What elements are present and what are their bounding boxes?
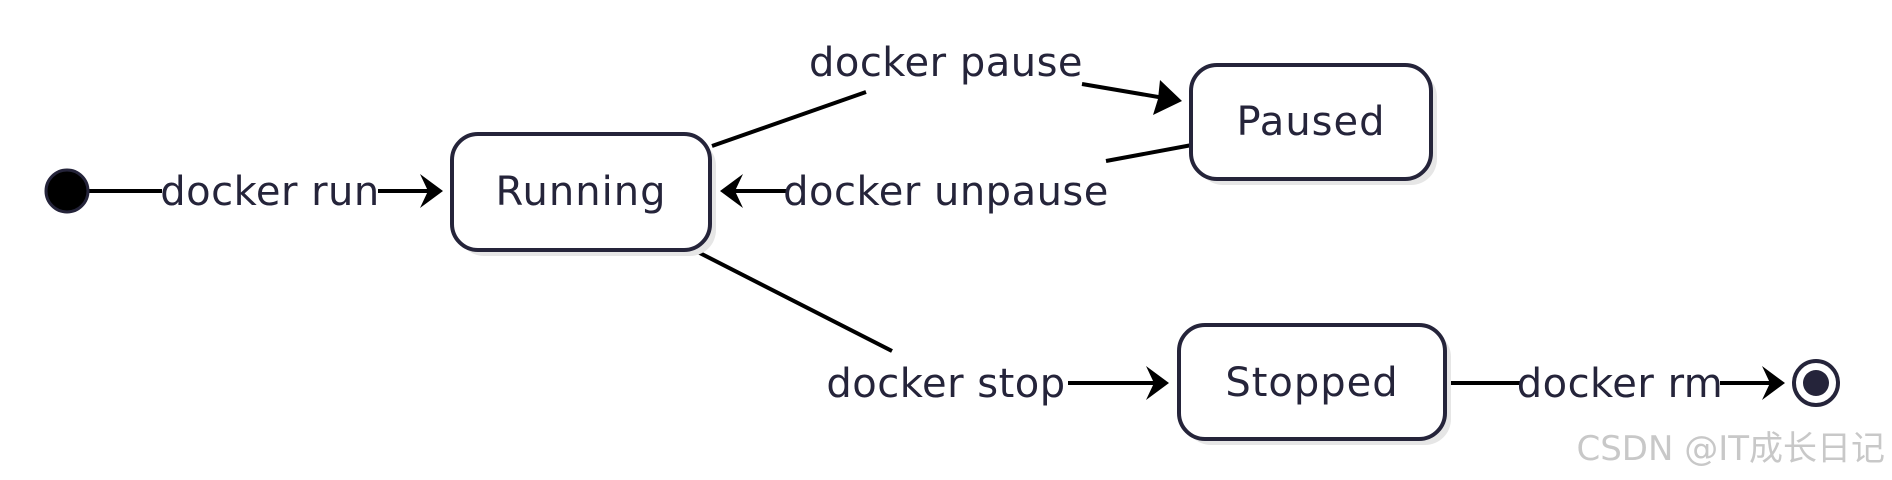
edge-pause-line-a [711,90,867,148]
label-docker-run: docker run [160,169,380,215]
edge-stop-arrow [1068,366,1169,400]
state-stopped-label: Stopped [1225,360,1398,406]
state-running: Running [450,132,716,256]
watermark-text: CSDN @IT成长日记 [1576,429,1885,469]
label-docker-pause: docker pause [809,40,1083,86]
edge-pause-arrow [1081,80,1182,115]
state-paused-label: Paused [1236,99,1385,145]
end-state-icon [1792,359,1840,407]
edge-run-arrow [378,174,443,208]
state-stopped: Stopped [1177,323,1451,445]
edge-rm-arrow [1720,366,1785,400]
start-state-icon [44,168,90,214]
label-docker-unpause: docker unpause [783,169,1109,215]
state-paused: Paused [1189,63,1437,185]
label-docker-rm: docker rm [1517,361,1724,407]
edge-unpause-line-a [1105,143,1193,163]
edge-stop-line-a [689,246,893,353]
label-docker-stop: docker stop [826,361,1065,407]
state-running-label: Running [496,169,667,215]
edge-unpause-arrow [720,174,786,208]
